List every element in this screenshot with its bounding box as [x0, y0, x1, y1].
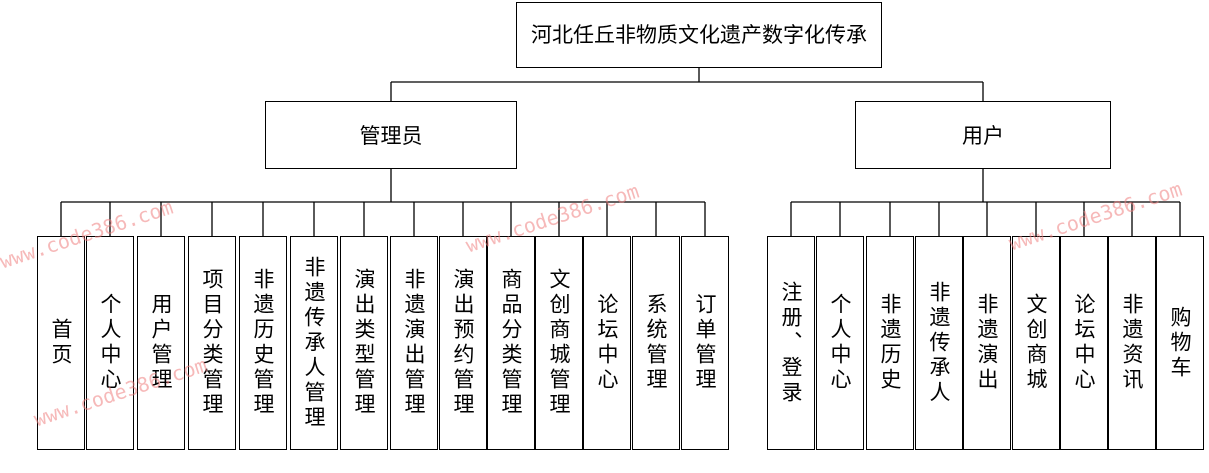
- leaf-label: 演出预约管理: [451, 268, 475, 418]
- user-leaf-personal-center: 个人中心: [816, 236, 864, 450]
- admin-leaf-performance-type: 演出类型管理: [340, 236, 388, 450]
- leaf-label: 用户管理: [149, 293, 173, 393]
- user-leaf-forum: 论坛中心: [1060, 236, 1108, 450]
- user-label: 用户: [962, 124, 1004, 148]
- admin-node: 管理员: [265, 101, 517, 169]
- user-leaf-creative-mall: 文创商城: [1012, 236, 1060, 450]
- leaf-label: 首页: [49, 318, 73, 368]
- user-leaf-register-login: 注册、登录: [767, 236, 815, 450]
- user-leaf-heritage-history: 非遗历史: [866, 236, 914, 450]
- leaf-label: 文创商城: [1024, 293, 1048, 393]
- admin-label: 管理员: [359, 124, 423, 148]
- leaf-label: 论坛中心: [595, 293, 619, 393]
- leaf-label: 非遗资讯: [1120, 293, 1144, 393]
- user-leaf-inheritor: 非遗传承人: [915, 236, 963, 450]
- leaf-label: 论坛中心: [1072, 293, 1096, 393]
- admin-leaf-product-category: 商品分类管理: [487, 236, 535, 450]
- leaf-label: 非遗历史管理: [251, 268, 275, 418]
- leaf-label: 非遗传承人: [927, 280, 951, 406]
- leaf-label: 项目分类管理: [200, 268, 224, 418]
- admin-leaf-orders: 订单管理: [681, 236, 729, 450]
- leaf-label: 非遗传承人管理: [302, 255, 326, 431]
- admin-leaf-project-category: 项目分类管理: [188, 236, 236, 450]
- admin-leaf-system: 系统管理: [632, 236, 680, 450]
- root-node: 河北任丘非物质文化遗产数字化传承: [516, 2, 882, 68]
- leaf-label: 演出类型管理: [352, 268, 376, 418]
- leaf-label: 非遗演出: [975, 293, 999, 393]
- admin-leaf-creative-mall: 文创商城管理: [535, 236, 583, 450]
- leaf-label: 个人中心: [828, 293, 852, 393]
- root-label: 河北任丘非物质文化遗产数字化传承: [531, 23, 867, 47]
- leaf-label: 文创商城管理: [547, 268, 571, 418]
- admin-leaf-user-management: 用户管理: [137, 236, 185, 450]
- leaf-label: 注册、登录: [779, 280, 803, 406]
- leaf-label: 商品分类管理: [499, 268, 523, 418]
- leaf-label: 订单管理: [693, 293, 717, 393]
- admin-leaf-forum: 论坛中心: [583, 236, 631, 450]
- leaf-label: 非遗历史: [878, 293, 902, 393]
- leaf-label: 系统管理: [644, 293, 668, 393]
- user-leaf-heritage-news: 非遗资讯: [1108, 236, 1156, 450]
- user-node: 用户: [855, 101, 1111, 169]
- leaf-label: 购物车: [1168, 305, 1192, 381]
- admin-leaf-personal-center: 个人中心: [86, 236, 134, 450]
- leaf-label: 非遗演出管理: [402, 268, 426, 418]
- user-leaf-heritage-performance: 非遗演出: [963, 236, 1011, 450]
- user-leaf-cart: 购物车: [1156, 236, 1204, 450]
- admin-leaf-performance-booking: 演出预约管理: [439, 236, 487, 450]
- admin-leaf-heritage-history: 非遗历史管理: [239, 236, 287, 450]
- leaf-label: 个人中心: [98, 293, 122, 393]
- admin-leaf-home: 首页: [37, 236, 85, 450]
- admin-leaf-heritage-performance: 非遗演出管理: [390, 236, 438, 450]
- admin-leaf-inheritor: 非遗传承人管理: [290, 236, 338, 450]
